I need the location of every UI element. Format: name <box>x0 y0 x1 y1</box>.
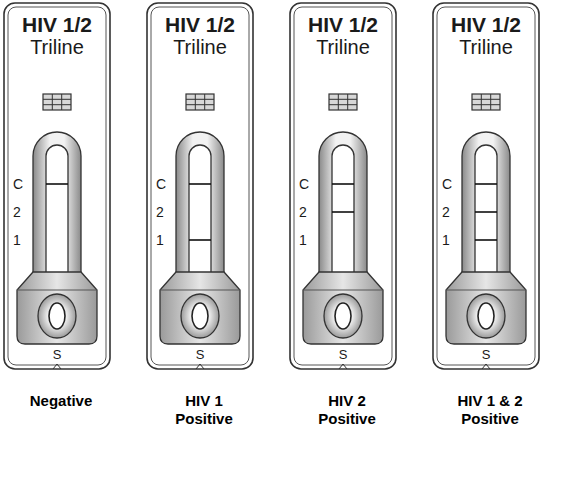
result-line <box>475 211 497 213</box>
line-label: 2 <box>299 205 307 219</box>
cassette-inner-edge <box>8 7 106 365</box>
line-label: 2 <box>13 205 21 219</box>
line-label: 1 <box>442 233 450 247</box>
test-name: HIV 1/2 <box>22 14 92 35</box>
result-window <box>46 145 68 292</box>
result-window <box>189 145 211 292</box>
line-label: C <box>299 177 309 191</box>
result-line <box>46 183 68 185</box>
test-cassette: HIV 1/2TrilineC 2 1S <box>146 2 254 370</box>
cassette-outline <box>290 3 396 369</box>
sample-hole <box>335 303 351 329</box>
cassette-outline <box>147 3 253 369</box>
result-caption: HIV 1 & 2 Positive <box>442 392 538 428</box>
sample-hole <box>192 303 208 329</box>
cassette-outline <box>4 3 110 369</box>
sample-label: S <box>482 348 491 361</box>
line-label: 2 <box>156 205 164 219</box>
test-name: HIV 1/2 <box>165 14 235 35</box>
test-cassette: HIV 1/2TrilineC 2 1S <box>432 2 540 370</box>
test-cassette: HIV 1/2TrilineC 2 1S <box>3 2 111 370</box>
sample-well <box>324 294 362 338</box>
line-label: 1 <box>299 233 307 247</box>
result-line <box>475 239 497 241</box>
test-cassette: HIV 1/2TrilineC 2 1S <box>289 2 397 370</box>
grid-icon <box>186 94 214 110</box>
sample-hole <box>49 303 65 329</box>
cassette-inner-edge <box>437 7 535 365</box>
window-frame <box>176 132 224 292</box>
result-line <box>332 211 354 213</box>
result-caption: Negative <box>13 392 109 410</box>
line-label: 1 <box>156 233 164 247</box>
test-subtitle: Triline <box>459 37 513 57</box>
test-name: HIV 1/2 <box>451 14 521 35</box>
result-window <box>475 145 497 292</box>
window-frame <box>33 132 81 292</box>
test-subtitle: Triline <box>316 37 370 57</box>
sample-label: S <box>339 348 348 361</box>
test-subtitle: Triline <box>30 37 84 57</box>
sample-well <box>38 294 76 338</box>
sample-hole <box>478 303 494 329</box>
cassette-inner-edge <box>294 7 392 365</box>
sample-label: S <box>53 348 62 361</box>
grid-icon <box>472 94 500 110</box>
cassette-outline <box>433 3 539 369</box>
grid-icon <box>329 94 357 110</box>
sample-housing <box>160 272 240 344</box>
test-subtitle: Triline <box>173 37 227 57</box>
sample-housing <box>303 272 383 344</box>
sample-housing <box>17 272 97 344</box>
sample-well <box>181 294 219 338</box>
result-line <box>332 183 354 185</box>
window-frame <box>319 132 367 292</box>
window-frame <box>462 132 510 292</box>
line-label: C <box>13 177 23 191</box>
sample-label: S <box>196 348 205 361</box>
result-line <box>475 183 497 185</box>
sample-housing <box>446 272 526 344</box>
line-label: 2 <box>442 205 450 219</box>
line-label: 1 <box>13 233 21 247</box>
result-caption: HIV 2 Positive <box>299 392 395 428</box>
sample-well <box>467 294 505 338</box>
test-name: HIV 1/2 <box>308 14 378 35</box>
result-caption: HIV 1 Positive <box>156 392 252 428</box>
grid-icon <box>43 94 71 110</box>
result-window <box>332 145 354 292</box>
cassette-inner-edge <box>151 7 249 365</box>
line-label: C <box>442 177 452 191</box>
result-line <box>189 239 211 241</box>
result-line <box>189 183 211 185</box>
line-label: C <box>156 177 166 191</box>
